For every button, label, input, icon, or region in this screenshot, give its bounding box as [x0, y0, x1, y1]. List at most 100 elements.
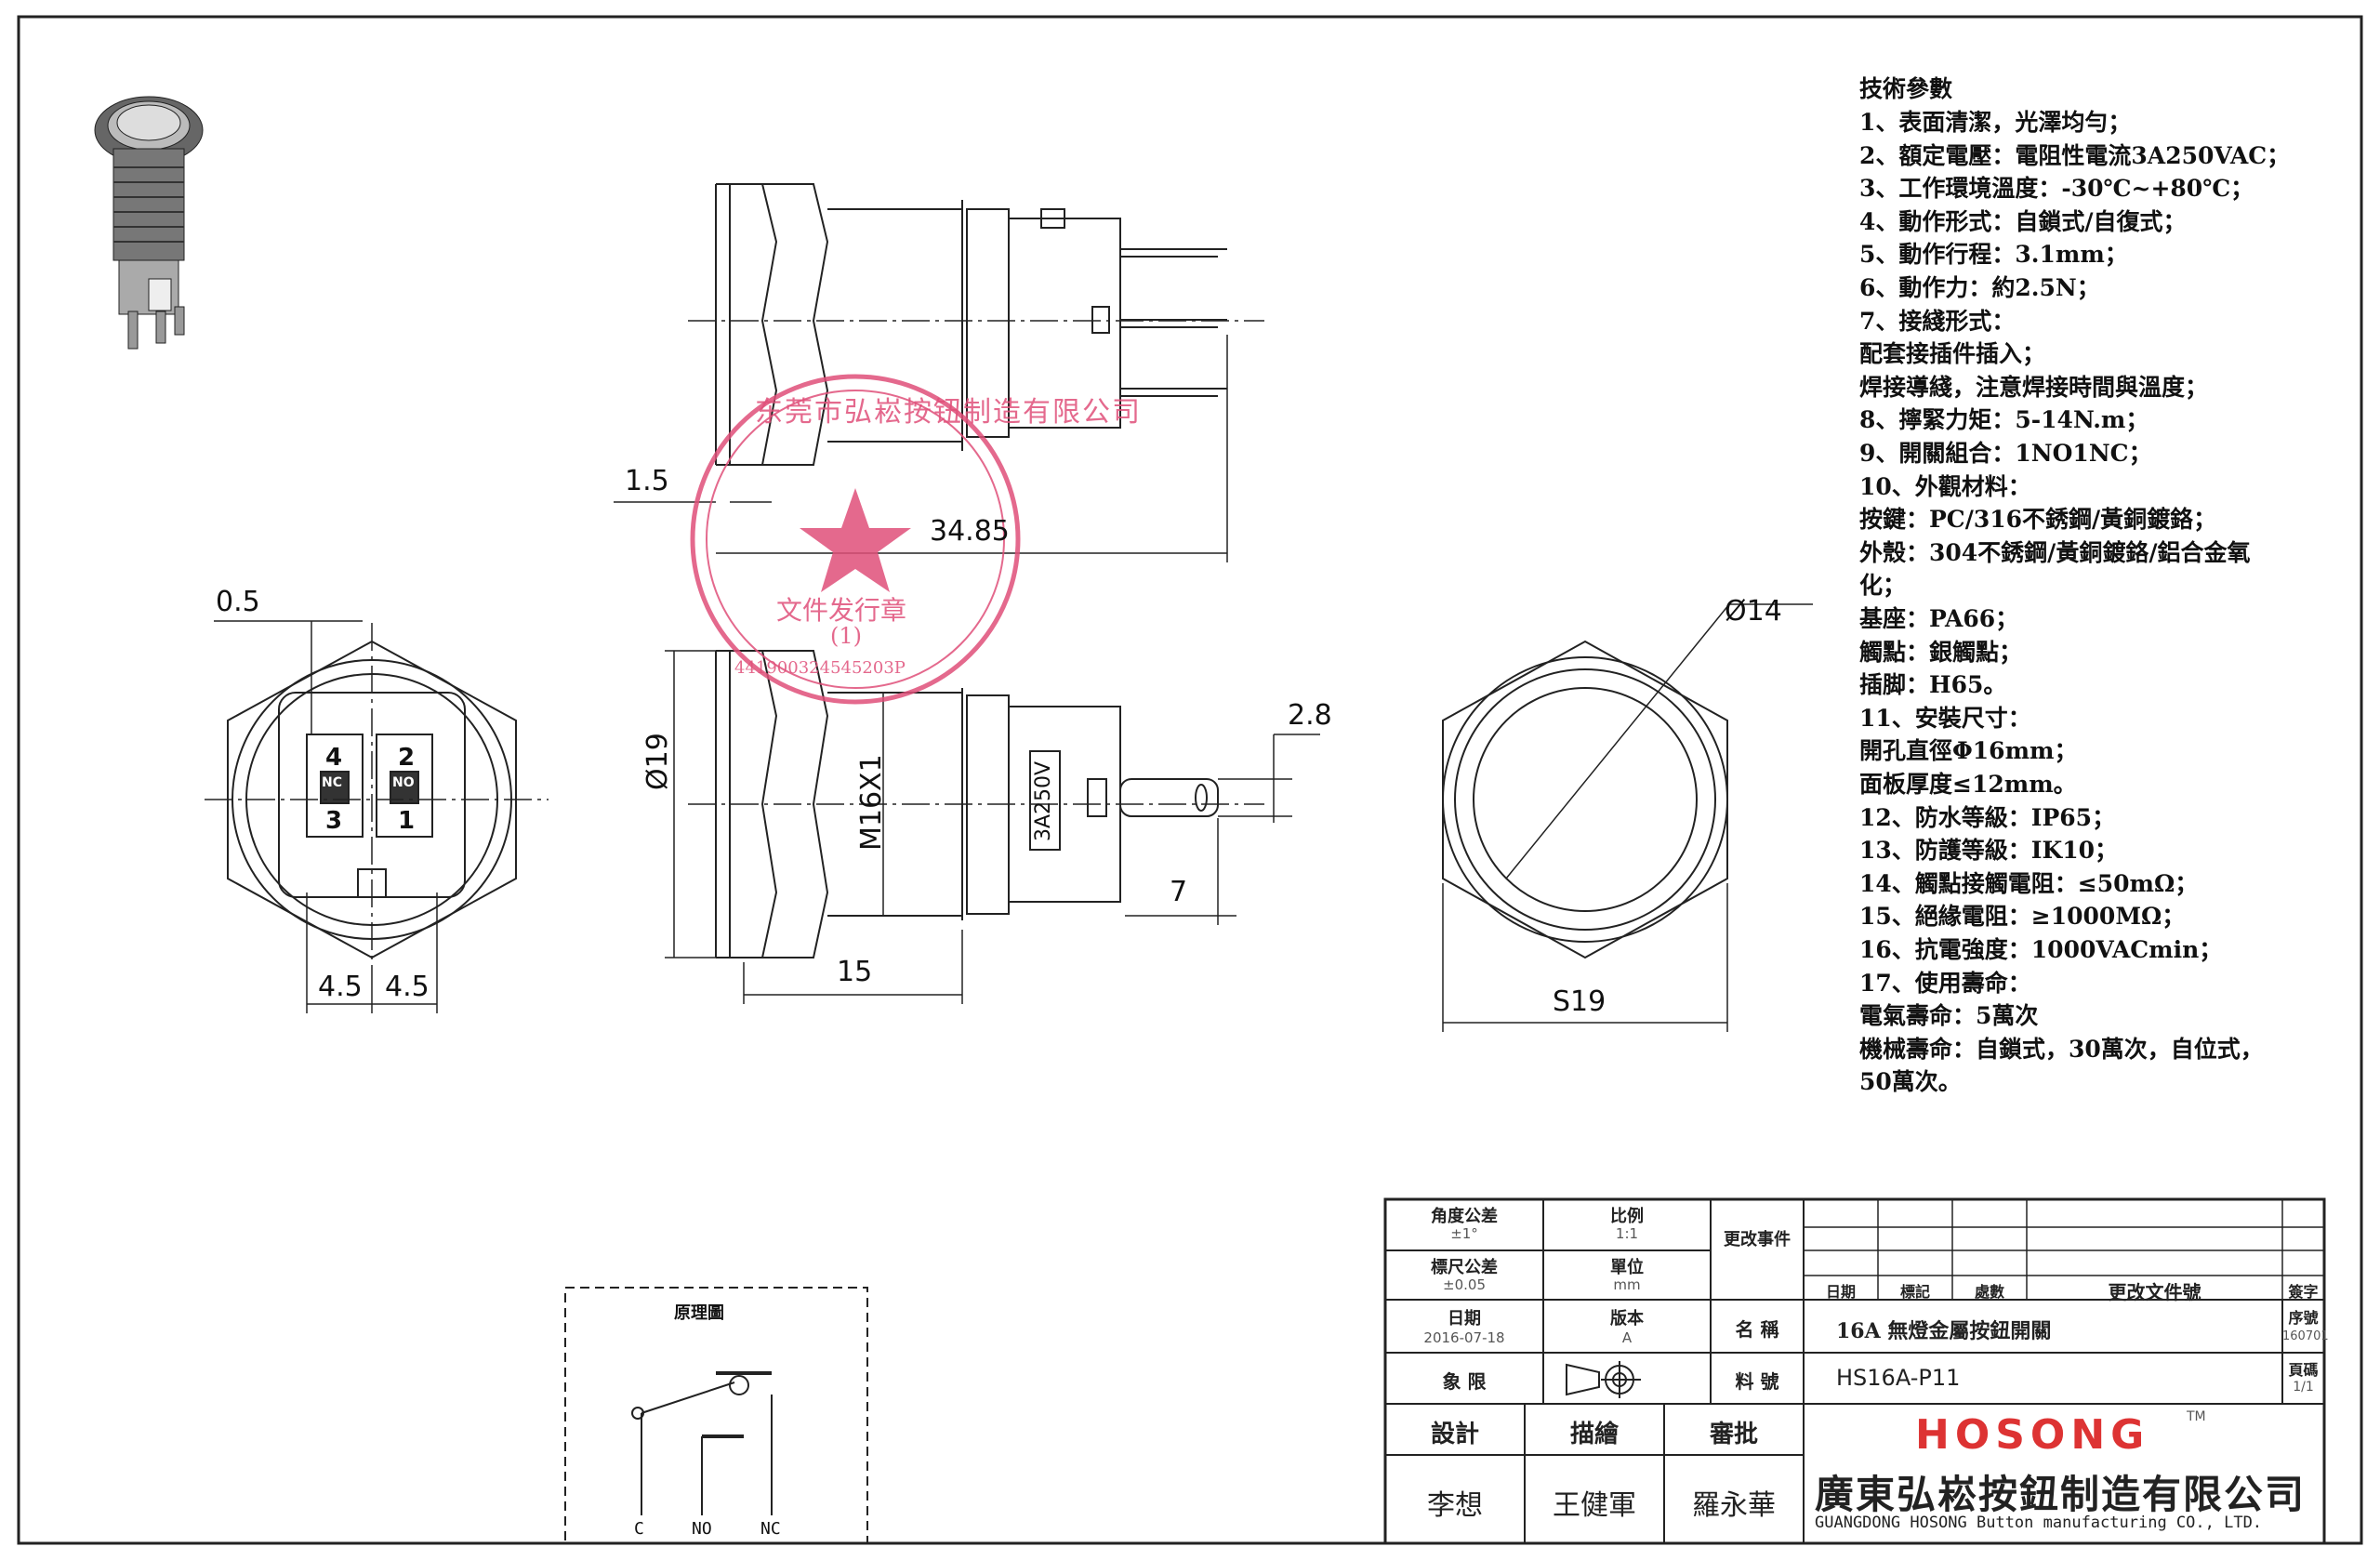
spec-line: 配套接插件插入；: [1859, 340, 2046, 368]
company-name-cn: 廣東弘崧按鈕制造有限公司: [1815, 1472, 2307, 1517]
spec-line: 4、動作形式：自鎖式/自復式；: [1859, 207, 2187, 235]
tb-name: 16A 無燈金屬按鈕開關: [1836, 1319, 2052, 1343]
dim-label-phi19: Ø19: [641, 733, 674, 790]
tb-rev-doc: 更改文件號: [2108, 1281, 2202, 1303]
tb-date-label: 日期: [1448, 1309, 1481, 1329]
spec-line: 14、觸點接觸電阻：≤50mΩ；: [1859, 869, 2199, 897]
dim-label-4-5-right: 4.5: [385, 971, 430, 1003]
spec-line: 16、抗電強度：1000VACmin；: [1859, 936, 2223, 963]
dim-label-0-5: 0.5: [216, 586, 260, 618]
spec-line: 基座：PA66；: [1859, 605, 2019, 632]
tb-quadrant-label: 象 限: [1442, 1370, 1487, 1393]
terminal-4: 4: [325, 744, 343, 772]
terminal-3: 3: [325, 807, 343, 835]
schematic-nc: NC: [760, 1519, 781, 1539]
spec-line: 按鍵：PC/316不銹鋼/黃銅鍍鉻；: [1859, 506, 2217, 534]
tb-change-label: 更改事件: [1724, 1230, 1791, 1249]
spec-line: 化；: [1859, 572, 1907, 600]
spec-line: 插脚：H65。: [1859, 671, 2007, 699]
tb-version: A: [1621, 1329, 1633, 1346]
company-name-en: GUANGDONG HOSONG Button manufacturing CO…: [1815, 1514, 2263, 1532]
tb-draw-label: 描繪: [1569, 1421, 1619, 1448]
tb-unit-label: 單位: [1610, 1258, 1644, 1277]
spec-line: 50萬次。: [1859, 1068, 1962, 1096]
spec-line: 開孔直徑Φ16mm；: [1859, 737, 2078, 765]
schematic-no: NO: [692, 1519, 712, 1539]
dim-34-85: [716, 335, 1228, 562]
terminal-2: 2: [398, 744, 416, 772]
spec-line: 8、擰緊力矩：5-14N.m；: [1859, 406, 2149, 434]
spec-line: 15、絕緣電阻：≥1000MΩ；: [1859, 903, 2186, 931]
tb-dim-tol-label: 標尺公差: [1431, 1258, 1498, 1277]
tb-design-label: 設計: [1430, 1421, 1479, 1448]
tb-version-label: 版本: [1610, 1309, 1644, 1329]
tb-approver: 羅永華: [1692, 1489, 1776, 1522]
tb-ratio: 1:1: [1615, 1225, 1639, 1242]
tb-designer: 李想: [1427, 1489, 1483, 1522]
dim-label-m16: M16X1: [855, 754, 888, 851]
dim-label-7: 7: [1170, 876, 1188, 908]
product-3d-view: [94, 96, 204, 350]
terminal-1: 1: [398, 807, 416, 835]
tb-dim-tol: ±0.05: [1443, 1276, 1486, 1293]
spec-line: 電氣壽命：5萬次: [1859, 1002, 2039, 1030]
dim-lines-terminal: [214, 620, 438, 1013]
spec-title: 技術參數: [1859, 75, 1953, 102]
tb-rev-sign: 簽字: [2288, 1283, 2319, 1301]
spec-line: 13、防護等級：IK10；: [1859, 837, 2119, 865]
spec-line: 12、防水等級：IP65；: [1859, 803, 2116, 831]
tb-ratio-label: 比例: [1610, 1207, 1644, 1226]
tb-angle-tol-label: 角度公差: [1431, 1207, 1498, 1226]
schematic-title: 原理圖: [674, 1303, 724, 1323]
spec-line: 2、額定電壓：電阻性電流3A250VAC；: [1859, 141, 2291, 169]
spec-line: 觸點：銀觸點；: [1859, 638, 2023, 666]
quadrant-symbol: [1566, 1361, 1641, 1398]
tb-drafter: 王健軍: [1553, 1489, 1636, 1522]
tb-page-label: 頁碼: [2288, 1361, 2319, 1379]
schematic-c: C: [634, 1519, 644, 1539]
dim-label-2-8: 2.8: [1288, 699, 1332, 732]
stamp-sub: 文件发行章: [776, 595, 907, 626]
stamp-text: 东莞市弘崧按钮制造有限公司: [755, 396, 1142, 429]
tb-part: HS16A-P11: [1836, 1365, 1961, 1391]
front-view: [1442, 603, 1730, 959]
tb-rev-mark: 標記: [1899, 1283, 1930, 1301]
spec-line: 6、動作力：約2.5N；: [1859, 274, 2100, 301]
schematic-box: [564, 1287, 868, 1544]
terminal-nc-label: NC: [322, 775, 342, 790]
spec-line: 9、開關組合：1NO1NC；: [1859, 440, 2152, 467]
spec-line: 7、接綫形式：: [1859, 307, 2016, 335]
spec-line: 焊接導綫，注意焊接時間與溫度；: [1859, 373, 2209, 401]
company-stamp: [690, 374, 1021, 705]
spec-line: 3、工作環境溫度：-30℃~+80℃；: [1859, 175, 2254, 203]
spec-line: 面板厚度≤12mm。: [1859, 771, 2077, 798]
tb-date: 2016-07-18: [1423, 1329, 1505, 1346]
spec-line: 機械壽命：自鎖式，30萬次，自位式，: [1859, 1035, 2264, 1063]
spec-line: 1、表面清潔，光澤均勻；: [1859, 109, 2132, 136]
terminal-no-label: NO: [392, 775, 415, 790]
tb-unit: mm: [1613, 1276, 1641, 1293]
brand-logo: HOSONG: [1915, 1411, 2150, 1459]
dim-label-s19: S19: [1553, 985, 1606, 1018]
tb-page: 1/1: [2293, 1380, 2314, 1395]
tb-rev-count: 處數: [1974, 1283, 2004, 1301]
spec-line: 17、使用壽命：: [1859, 969, 2031, 997]
dim-label-34-85: 34.85: [930, 515, 1010, 548]
dim-label-1-5: 1.5: [625, 465, 669, 497]
dim-label-4-5-left: 4.5: [318, 971, 363, 1003]
spec-line: 5、動作行程：3.1mm；: [1859, 241, 2128, 269]
dim-label-15: 15: [837, 956, 873, 988]
dim-label-phi14: Ø14: [1725, 595, 1782, 628]
spec-line: 11、安裝尺寸：: [1859, 704, 2031, 732]
title-block-grid: [1383, 1197, 2326, 1545]
sheet-border: [17, 15, 2363, 1545]
side-view-top: [715, 183, 1227, 466]
tb-name-label: 名 稱: [1735, 1318, 1779, 1341]
brand-tm: TM: [2187, 1409, 2206, 1424]
tb-serial-label: 序號: [2288, 1309, 2319, 1327]
tb-rev-date: 日期: [1825, 1283, 1856, 1301]
stamp-code: (1): [830, 623, 862, 649]
stamp-number: 441900324545203P: [734, 658, 906, 678]
dim-lines-front: [1442, 603, 1813, 1032]
